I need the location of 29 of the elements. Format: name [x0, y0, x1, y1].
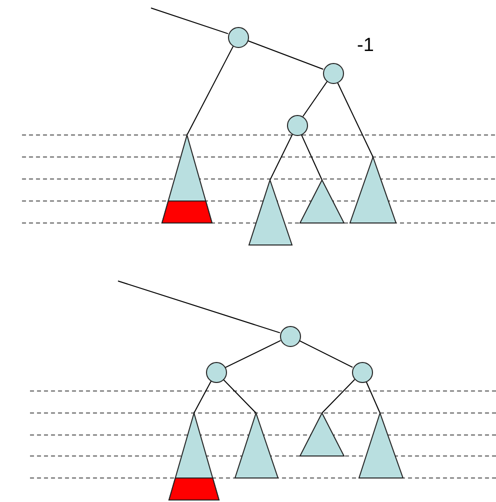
tree-node-circle — [206, 362, 226, 382]
tree-edge — [270, 134, 293, 180]
tree-edge — [222, 379, 256, 414]
tree-node-circle — [322, 62, 344, 84]
balance-factor-label: -1 — [357, 36, 374, 55]
subtree-triangle — [350, 157, 396, 223]
subtree-triangle — [169, 413, 219, 500]
tree-edge — [186, 46, 234, 136]
tree-edge — [194, 380, 212, 414]
subtree-triangle — [359, 413, 403, 478]
tree-node-circle — [280, 326, 300, 346]
subtree-triangle — [249, 180, 292, 245]
tree-node-circle — [228, 26, 248, 48]
tree-edge — [337, 82, 374, 158]
subtree-triangle — [235, 413, 278, 478]
tree-edge — [366, 381, 380, 414]
subtree-triangle — [300, 180, 344, 223]
tree-edge — [224, 340, 282, 368]
tree-edge — [150, 8, 229, 34]
tree-edge — [298, 340, 354, 368]
tree-edge — [322, 379, 356, 414]
tree-edge — [247, 40, 324, 70]
tree-node-circle — [352, 362, 372, 382]
tree-edge — [300, 134, 322, 180]
tree-edge — [302, 81, 328, 117]
tree-node-circle — [286, 114, 308, 136]
tree-edge — [118, 280, 280, 334]
subtree-triangle — [162, 135, 212, 223]
subtree-triangle — [300, 413, 344, 456]
